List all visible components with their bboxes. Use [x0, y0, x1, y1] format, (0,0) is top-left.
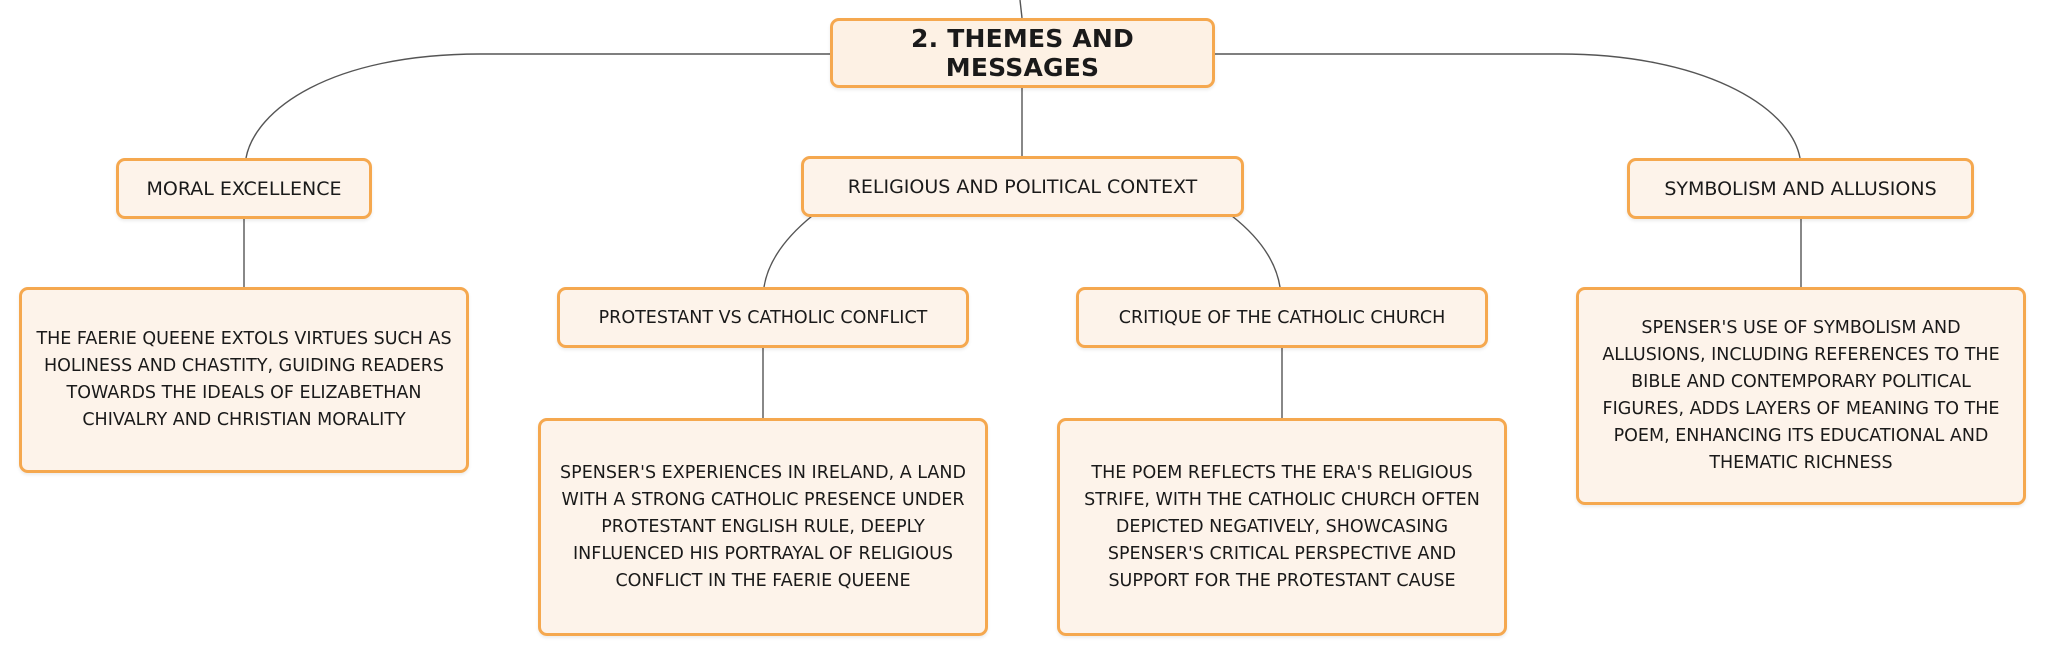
topic-symbolism-allusions[interactable]: SYMBOLISM AND ALLUSIONS	[1627, 158, 1974, 219]
connector-parent-root	[1019, 0, 1023, 19]
detail-critique-catholic-church[interactable]: THE POEM REFLECTS THE ERA'S RELIGIOUS ST…	[1057, 418, 1507, 636]
topic-label: RELIGIOUS AND POLITICAL CONTEXT	[847, 175, 1198, 198]
root-label: 2. THEMES AND MESSAGES	[911, 24, 1134, 82]
connector-religious-protestant	[763, 215, 813, 288]
topic-label: MORAL EXCELLENCE	[146, 177, 342, 200]
detail-text: THE FAERIE QUEENE EXTOLS VIRTUES SUCH AS…	[36, 329, 452, 430]
connector-root-symbolism	[1215, 53, 1801, 159]
subtopic-protestant-vs-catholic[interactable]: PROTESTANT VS CATHOLIC CONFLICT	[557, 287, 969, 348]
subtopic-label: PROTESTANT VS CATHOLIC CONFLICT	[598, 307, 928, 328]
topic-religious-political-context[interactable]: RELIGIOUS AND POLITICAL CONTEXT	[801, 156, 1244, 217]
detail-symbolism-allusions[interactable]: SPENSER'S USE OF SYMBOLISM AND ALLUSIONS…	[1576, 287, 2026, 505]
subtopic-critique-catholic-church[interactable]: CRITIQUE OF THE CATHOLIC CHURCH	[1076, 287, 1488, 348]
detail-text: THE POEM REFLECTS THE ERA'S RELIGIOUS ST…	[1084, 462, 1480, 591]
connector-religious-critique	[1231, 215, 1281, 288]
detail-protestant-vs-catholic[interactable]: SPENSER'S EXPERIENCES IN IRELAND, A LAND…	[538, 418, 988, 636]
subtopic-label: CRITIQUE OF THE CATHOLIC CHURCH	[1118, 307, 1446, 328]
detail-text: SPENSER'S USE OF SYMBOLISM AND ALLUSIONS…	[1602, 318, 2000, 473]
detail-text: SPENSER'S EXPERIENCES IN IRELAND, A LAND…	[560, 462, 966, 591]
detail-moral-excellence[interactable]: THE FAERIE QUEENE EXTOLS VIRTUES SUCH AS…	[19, 287, 469, 473]
topic-moral-excellence[interactable]: MORAL EXCELLENCE	[116, 158, 372, 219]
topic-label: SYMBOLISM AND ALLUSIONS	[1664, 177, 1937, 200]
root-node[interactable]: 2. THEMES AND MESSAGES	[830, 18, 1215, 88]
connector-root-moral	[245, 53, 830, 159]
